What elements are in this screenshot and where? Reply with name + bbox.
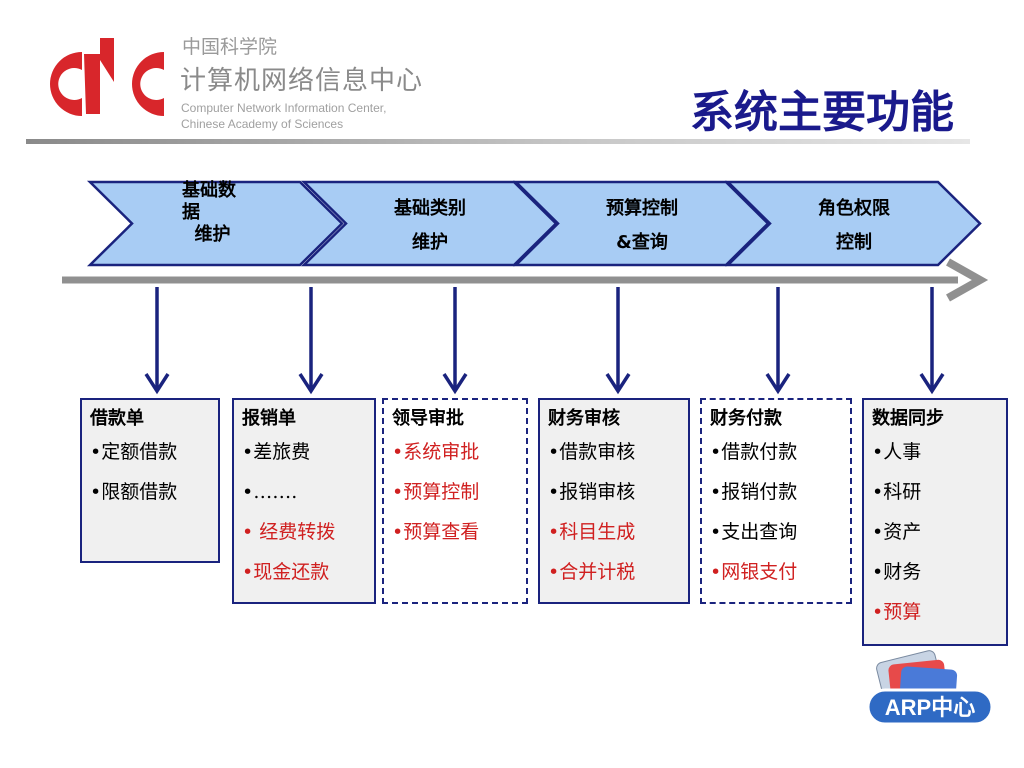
function-box-item: •预算查看 [392, 521, 480, 543]
function-box-item: •财务 [872, 561, 922, 583]
down-arrow-4 [605, 287, 631, 395]
function-box-item: • 经费转拨 [242, 521, 336, 543]
cnc-logo [50, 38, 164, 116]
org-name-cas: 中国科学院 [182, 36, 278, 58]
badge-label: ARP中心 [885, 695, 975, 720]
function-box-item: •定额借款 [90, 441, 178, 463]
stage-chevron-3 [512, 180, 770, 267]
stage-label-4: 角色权限 控制 [818, 198, 890, 253]
function-box-item: •网银支付 [710, 561, 798, 583]
function-box-item: •借款审核 [548, 441, 636, 463]
function-box-item: •科研 [872, 481, 922, 503]
stage-label-1: 基础数 据 维护 [182, 180, 236, 245]
function-box-item: •限额借款 [90, 481, 178, 503]
function-box-item: •现金还款 [242, 561, 330, 583]
function-box-title: 借款单 [90, 408, 144, 429]
function-box-item: •合并计税 [548, 561, 636, 583]
stage-chevron-2 [300, 180, 558, 267]
down-arrow-3 [442, 287, 468, 395]
function-box-item: •报销审核 [548, 481, 636, 503]
function-box-item: •科目生成 [548, 521, 636, 543]
function-box-item: •系统审批 [392, 441, 480, 463]
page-title: 系统主要功能 [690, 87, 954, 138]
org-name-en-line2: Chinese Academy of Sciences [181, 117, 344, 131]
function-box-title: 数据同步 [872, 408, 944, 429]
stage-chevron-1 [86, 180, 344, 267]
stage-chevron-4 [724, 180, 982, 267]
org-name-en-line1: Computer Network Information Center, [181, 101, 387, 115]
function-box-4: 财务审核 •借款审核 •报销审核 •科目生成 •合并计税 [538, 398, 690, 604]
function-box-item: •人事 [872, 441, 922, 463]
stage-label-3: 预算控制 &查询 [606, 198, 678, 253]
function-box-item: •预算控制 [392, 481, 480, 503]
function-box-item: •支出查询 [710, 521, 798, 543]
down-arrow-5 [765, 287, 791, 395]
function-box-title: 财务审核 [548, 408, 620, 429]
timeline-arrow [62, 258, 989, 302]
function-box-item: •预算 [872, 601, 922, 623]
function-box-5: 财务付款 •借款付款 •报销付款 •支出查询 •网银支付 [700, 398, 852, 604]
arp-center-badge: ARP中心 [866, 650, 994, 726]
function-box-2: 报销单 •差旅费 •……. • 经费转拨 •现金还款 [232, 398, 376, 604]
function-box-title: 财务付款 [710, 408, 782, 429]
down-arrow-1 [144, 287, 170, 395]
function-box-title: 报销单 [242, 408, 296, 429]
function-box-title: 领导审批 [392, 408, 464, 429]
stage-label-2: 基础类别 维护 [394, 198, 466, 253]
function-box-6: 数据同步 •人事 •科研 •资产 •财务 •预算 [862, 398, 1008, 646]
function-box-item: •借款付款 [710, 441, 798, 463]
function-box-1: 借款单 •定额借款 •限额借款 [80, 398, 220, 563]
function-box-3: 领导审批 •系统审批 •预算控制 •预算查看 [382, 398, 528, 604]
org-name-cnic: 计算机网络信息中心 [180, 66, 424, 96]
header-divider [26, 139, 970, 144]
function-box-item: •……. [242, 481, 298, 503]
down-arrow-6 [919, 287, 945, 395]
function-box-item: •资产 [872, 521, 922, 543]
function-box-item: •报销付款 [710, 481, 798, 503]
down-arrow-2 [298, 287, 324, 395]
function-box-item: •差旅费 [242, 441, 311, 463]
